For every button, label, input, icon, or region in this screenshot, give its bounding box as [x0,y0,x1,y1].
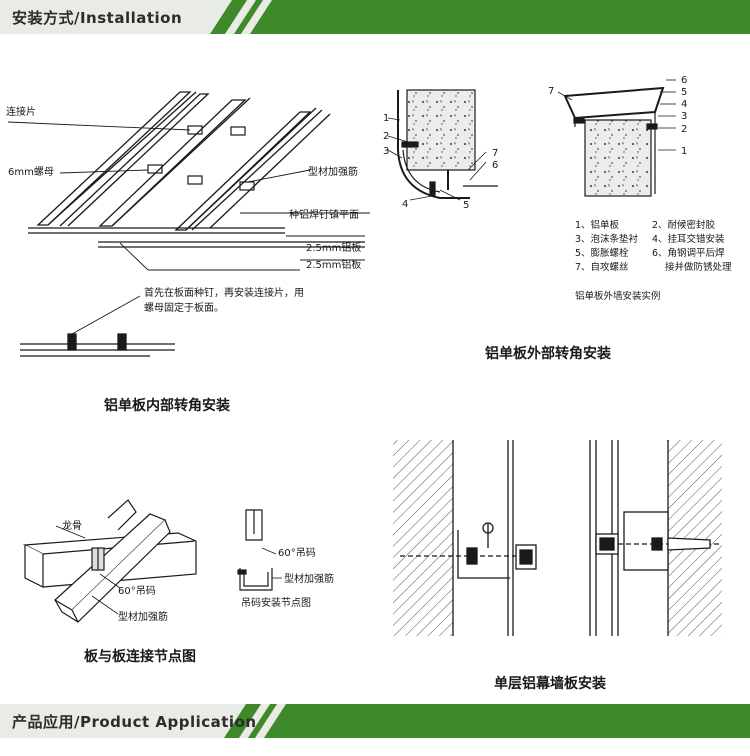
svg-text:1: 1 [383,113,389,124]
inner-corner-diagram [7,91,370,357]
svg-text:2: 2 [383,131,389,142]
svg-text:2、耐候密封胶: 2、耐候密封胶 [652,219,716,231]
svg-text:4: 4 [402,199,408,210]
label-stud-weld: 种铝焊钉镇平面 [289,208,359,221]
label-hanger-60: 60°吊码 [118,585,156,597]
section-title-installation: 安装方式/Installation [12,9,183,27]
svg-text:1、铝单板: 1、铝单板 [575,219,620,231]
svg-text:5: 5 [681,87,687,98]
section-title-product-application: 产品应用/Product Application [12,713,257,731]
label-exterior-example: 铝单板外墙安装实例 [575,290,661,302]
outer-corner-section [387,89,498,201]
svg-text:5、膨胀螺栓: 5、膨胀螺栓 [575,247,629,259]
caption-inner-corner: 铝单板内部转角安装 [104,397,231,414]
hanger-detail [237,509,282,591]
svg-text:1: 1 [681,146,687,157]
label-stiffener-joint: 型材加强筋 [118,610,168,623]
svg-text:5: 5 [463,200,469,211]
label-plate-2: 2.5mm铝板 [306,258,361,271]
section-header-tab [0,0,232,34]
outer-corner-left-numbers: 1 2 3 4 5 6 7 [383,113,498,211]
svg-text:6: 6 [492,160,498,171]
svg-text:7、自攻螺丝: 7、自攻螺丝 [575,261,629,273]
outer-corner-elevation [557,79,676,197]
label-plate-1: 2.5mm铝板 [306,241,361,254]
label-stiffener-detail: 型材加强筋 [284,572,334,585]
svg-text:6、角钢调平后焊: 6、角钢调平后焊 [652,247,725,259]
svg-text:6: 6 [681,75,687,86]
svg-text:3: 3 [681,111,687,122]
note-line-1: 首先在板面种钉，再安装连接片，用 [144,286,304,299]
caption-outer-corner: 铝单板外部转角安装 [485,345,612,362]
connector-clip [147,125,255,191]
svg-text:2: 2 [681,124,687,135]
svg-text:4、挂耳交错安装: 4、挂耳交错安装 [652,233,725,245]
note-line-2: 螺母固定于板面。 [144,301,224,314]
section-footer-bar: 产品应用/Product Application [0,704,750,738]
svg-text:7: 7 [492,148,498,159]
outer-corner-right-numbers: 1 2 3 4 5 6 7 [548,75,687,157]
label-nut: 6mm螺母 [8,166,54,178]
panel-joint-diagram [22,499,197,624]
section-header-bar: 安装方式/Installation [0,0,750,34]
section-footer-tab [0,704,246,738]
svg-text:接并做防锈处理: 接并做防锈处理 [665,261,732,273]
label-connector: 连接片 [6,105,36,118]
svg-text:4: 4 [681,99,687,110]
svg-text:7: 7 [548,86,554,97]
outer-corner-legend: 1、铝单板 2、耐候密封胶 3、泡沫条垫衬 4、挂耳交错安装 5、膨胀螺栓 6、… [575,219,732,273]
caption-panel-joint: 板与板连接节点图 [84,648,196,665]
label-hanger-detail: 吊码安装节点图 [241,596,311,609]
svg-text:3、泡沫条垫衬: 3、泡沫条垫衬 [575,233,639,245]
label-keel: 龙骨 [62,519,82,532]
caption-curtain-wall: 单层铝幕墙板安装 [494,675,607,692]
svg-text:3: 3 [383,146,389,157]
label-stiffener: 型材加强筋 [308,165,358,178]
label-hanger-60-detail: 60°吊码 [278,547,316,559]
curtain-wall-diagram [393,440,722,636]
